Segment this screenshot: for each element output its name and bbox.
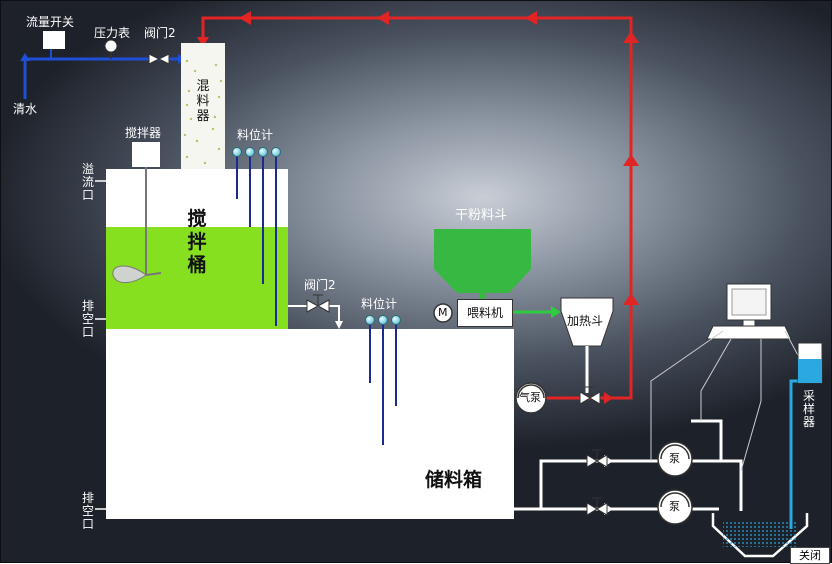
pump-2-label: 泵 [669,500,680,513]
agitator-box [132,142,160,167]
level-meter-head-1b [245,147,255,157]
feeder-box [457,299,513,327]
pump-lines [514,419,743,511]
level-probes-2 [369,324,397,445]
pressure-gauge-icon [104,39,118,53]
flow-switch-label: 流量开关 [26,15,75,29]
level-meter-1-label: 料位计 [237,128,274,142]
mix-tank-label: 搅拌桶 [187,208,207,276]
level-meter-head-2b [378,315,388,325]
level-probes-1 [236,155,277,326]
agitator-label: 搅拌器 [125,126,162,140]
heater-hopper [560,297,614,347]
storage-tank-label: 储料箱 [425,469,483,491]
dry-hopper-label: 干粉料斗 [455,208,508,223]
dry-hopper [434,229,531,293]
mix-tank-upper [106,169,288,229]
level-meter-head-2a [365,315,375,325]
valve-mid-icon [288,294,343,329]
feeder-label: 喂料机 [467,306,504,320]
hot-return-line [197,11,639,404]
heater-hopper-label: 加热斗 [567,314,604,328]
clean-water-label: 清水 [13,102,38,116]
pressure-gauge-label: 压力表 [94,26,131,40]
sampler-line [789,342,823,529]
level-meter-head-1d [271,147,281,157]
level-meter-2-label: 料位计 [361,297,398,311]
motor-label: M [438,306,448,319]
sample-tank [711,513,809,558]
air-pump-icon [515,382,547,414]
clean-water-line [20,47,186,99]
level-meter-head-1c [258,147,268,157]
flow-switch-box [43,31,65,49]
valve-pump2-icon [586,497,608,516]
motor-icon [433,303,453,323]
sampler-label: 采样器 [802,389,815,429]
air-pump-label: 气泵 [519,391,541,404]
valve-mid-label: 阀门2 [304,278,336,292]
mixer-label: 混料器 [196,79,210,124]
drain-1-label: 排空口 [81,299,94,339]
valve-top-label: 阀门2 [144,26,176,40]
storage-tank-body [106,329,514,519]
close-button[interactable]: 关闭 [790,547,830,564]
valve-pump1-icon [586,449,608,468]
signal-wires [650,330,802,472]
pump-1-icon [657,441,693,477]
mixer-column [181,43,225,171]
level-meter-head-1a [232,147,242,157]
level-meter-head-2c [391,315,401,325]
computer-icon [706,283,792,340]
pump-2-icon [657,489,693,525]
valve-top-icon [148,48,170,65]
drain-2-label: 排空口 [81,491,94,531]
pump-1-label: 泵 [669,452,680,465]
valve-heater-icon [579,386,601,405]
overflow-label: 溢流口 [81,162,94,202]
